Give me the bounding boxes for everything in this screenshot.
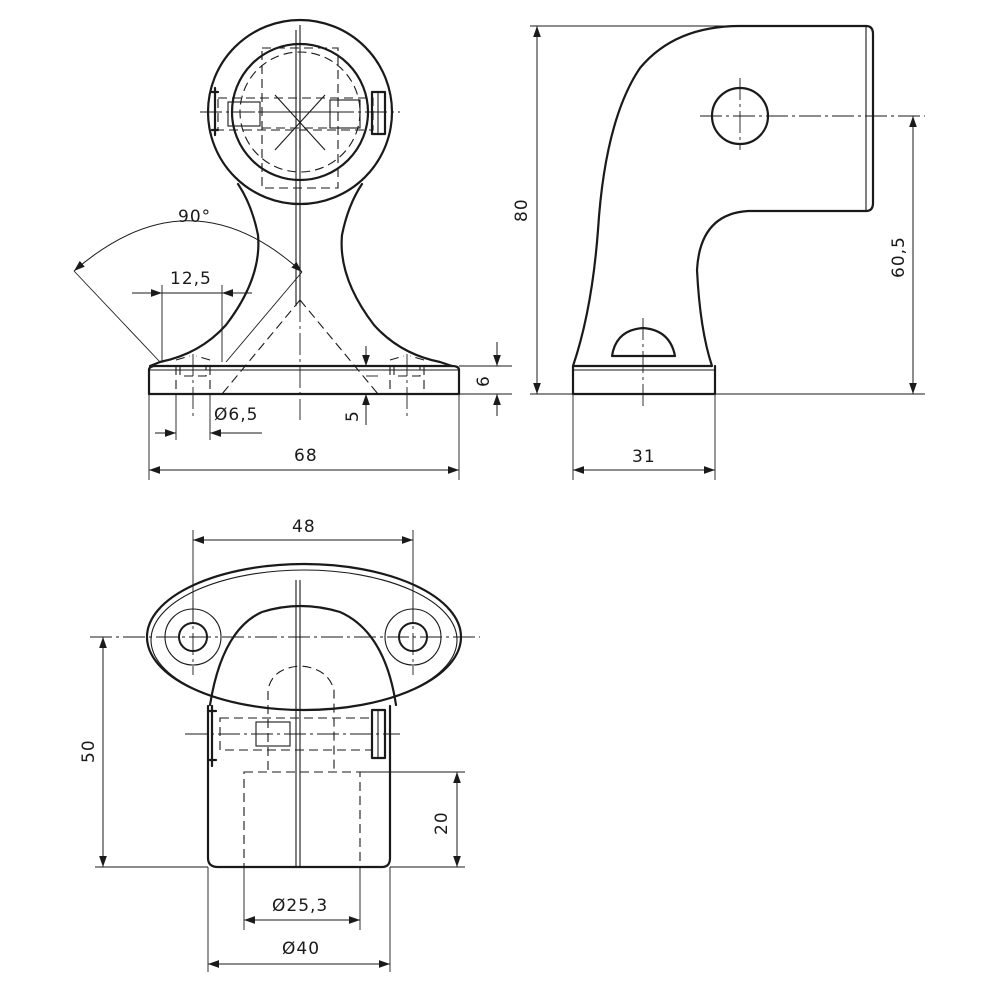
dim-inner-diameter: Ø25,3: [272, 896, 328, 916]
dim-angle: 90°: [178, 207, 211, 227]
top-socket-tube: [206, 704, 392, 869]
side-base: [571, 364, 717, 396]
dim-socket-depth: 20: [432, 811, 452, 835]
side-body: [571, 24, 875, 368]
dim-total-height: 80: [512, 198, 532, 222]
dim-counterbore: 5: [343, 410, 363, 422]
dim-base-thickness: 6: [474, 375, 494, 387]
dim-hole-diameter: Ø6,5: [214, 405, 258, 425]
front-view: 90° 12,5 Ø6,5 5 6 68: [73, 18, 512, 480]
dim-side-depth: 31: [632, 447, 656, 467]
dim-outer-diameter: Ø40: [282, 939, 320, 959]
front-body: [148, 182, 454, 368]
dim-base-width: 68: [294, 446, 318, 466]
dim-top-depth: 50: [79, 739, 99, 763]
top-view: 48 50 20 Ø25,3 Ø40: [79, 517, 480, 972]
dim-12-5: 12,5: [170, 269, 212, 289]
dim-hole-spacing: 48: [292, 517, 316, 537]
dim-hole-height: 60,5: [889, 236, 909, 278]
side-view: 80 60,5 31: [512, 24, 925, 480]
